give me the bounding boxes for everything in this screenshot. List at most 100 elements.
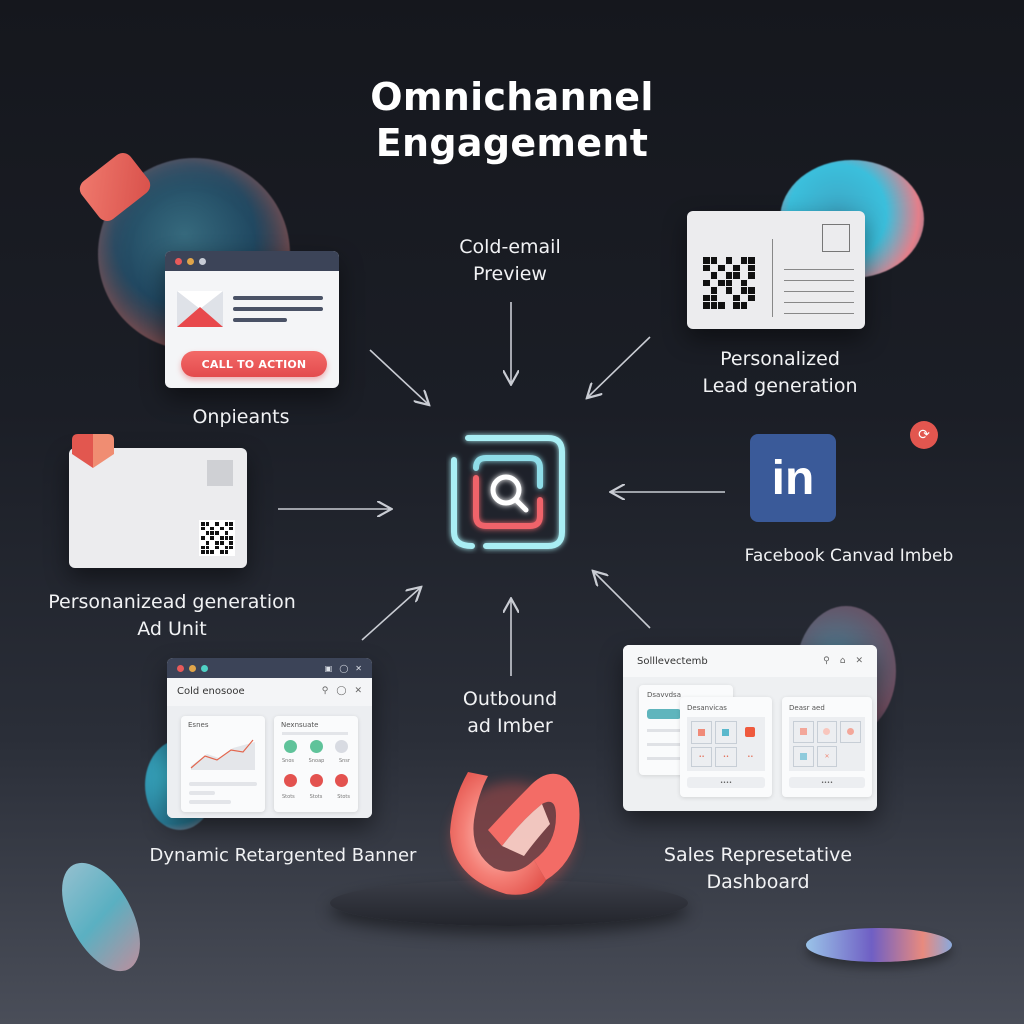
ad-unit-card[interactable] — [69, 448, 247, 568]
search-icon[interactable]: ⚲ — [823, 656, 830, 666]
grid-tile[interactable] — [816, 721, 838, 743]
placeholder-bar — [189, 782, 257, 786]
close-icon[interactable]: ✕ — [355, 663, 362, 673]
grid-tile[interactable] — [691, 721, 713, 744]
share-icon[interactable]: ⟳ — [910, 421, 938, 449]
active-tab-button[interactable] — [647, 709, 681, 719]
stat-dot-red — [309, 774, 323, 787]
placeholder-bar — [647, 757, 681, 760]
stamp-placeholder — [207, 460, 233, 486]
address-line — [784, 313, 854, 314]
email-preview-window[interactable]: CALL TO ACTION — [165, 251, 339, 388]
stat-labels-top: Snos Snoap Snsr — [282, 758, 350, 764]
stat-dot-green — [309, 740, 323, 753]
sales-dashboard-label-line-2: Dashboard — [706, 871, 810, 893]
tile-grid: ✕ — [789, 717, 865, 771]
search-icon[interactable]: ⚲ — [321, 686, 329, 696]
address-line — [784, 269, 854, 270]
retargeted-banner-window[interactable]: ▣ ◯ ✕ Cold enosooe ⚲ ◯ ✕ Esnes Nexnsuate — [167, 658, 372, 818]
qr-code-icon — [199, 520, 235, 556]
postcard-divider — [772, 239, 773, 317]
postcard[interactable] — [687, 211, 865, 329]
grid-tile[interactable]: ✕ — [816, 745, 838, 767]
retargeted-banner-label: Dynamic Retargented Banner — [149, 845, 417, 866]
window-header: Cold enosooe ⚲ ◯ ✕ — [177, 682, 362, 700]
address-line — [784, 302, 854, 303]
window-dot-gray — [199, 257, 206, 265]
stat-label: Stots — [309, 794, 323, 800]
placeholder-bar — [647, 729, 681, 732]
linkedin-logo-icon[interactable]: in — [750, 434, 836, 522]
text-placeholder-line — [233, 318, 287, 322]
grid-tile[interactable] — [740, 721, 761, 744]
bell-icon[interactable]: ◯ — [336, 686, 347, 696]
window-titlebar — [165, 251, 339, 271]
window-titlebar: ▣ ◯ ✕ — [167, 658, 372, 678]
postcard-label-line-2: Lead generation — [702, 375, 858, 397]
cold-email-label-line-2: Preview — [473, 263, 547, 285]
stat-labels-bottom: Stots Stots Stots — [282, 794, 350, 800]
grid-tile[interactable] — [793, 721, 814, 743]
sales-dashboard-label-line-1: Sales Represetative — [663, 844, 853, 866]
window-dot-red — [177, 664, 184, 672]
outbound-label: Outbound ad Imber — [430, 686, 590, 740]
panel-title: Esnes — [188, 721, 209, 729]
address-line — [784, 280, 854, 281]
panel-footer-button[interactable]: •••• — [687, 777, 765, 788]
cold-email-label: Cold-email Preview — [430, 234, 590, 288]
postcard-label-line-1: Personalized — [720, 348, 840, 370]
ad-unit-label-line-2: Ad Unit — [137, 618, 207, 640]
middle-panel: Desanvicas •• •• •• •••• — [680, 697, 772, 797]
stat-label: Snoap — [308, 758, 325, 764]
placeholder-bar — [647, 743, 681, 746]
heart-icon — [72, 434, 114, 468]
ad-unit-label-line-1: Personanizead generation — [48, 591, 296, 613]
grid-tile[interactable]: •• — [715, 746, 737, 767]
panel-title: Desanvicas — [687, 704, 727, 712]
close-icon[interactable]: ✕ — [855, 656, 863, 666]
stat-label: Stots — [282, 794, 295, 800]
close-icon[interactable]: ✕ — [354, 686, 362, 696]
panel-title: Deasr aed — [789, 704, 825, 712]
call-to-action-button[interactable]: CALL TO ACTION — [181, 351, 327, 377]
title-line-2: Engagement — [375, 121, 649, 165]
window-title: Solllevectemb — [637, 655, 708, 667]
stat-dot-green — [284, 740, 297, 753]
save-icon[interactable]: ▣ — [324, 663, 333, 673]
stat-dot-gray — [335, 740, 348, 753]
envelope-icon — [177, 291, 223, 327]
grid-tile[interactable] — [793, 745, 814, 767]
panel-footer-button[interactable]: •••• — [789, 777, 865, 788]
stat-dot-red — [284, 774, 297, 787]
home-icon[interactable]: ⌂ — [839, 656, 846, 666]
grid-tile[interactable]: •• — [747, 753, 754, 760]
placeholder-bar — [189, 791, 215, 795]
postcard-label: Personalized Lead generation — [690, 346, 870, 400]
grid-tile-empty — [840, 746, 861, 768]
placeholder-bar — [189, 800, 231, 804]
linkedin-label: Facebook Canvad Imbeb — [744, 546, 954, 566]
window-header: Solllevectemb ⚲ ⌂ ✕ — [623, 645, 877, 677]
outbound-label-line-2: ad Imber — [467, 715, 553, 737]
grid-tile[interactable]: •• — [691, 746, 713, 767]
sales-dashboard-label: Sales Represetative Dashboard — [640, 842, 876, 896]
stats-panel: Nexnsuate Snos Snoap Snsr Stots Stots St… — [274, 716, 358, 812]
stat-label: Stots — [337, 794, 350, 800]
address-line — [784, 291, 854, 292]
grid-tile[interactable] — [715, 721, 737, 744]
page-title: Omnichannel Engagement — [0, 74, 1024, 166]
sales-dashboard-window[interactable]: Solllevectemb ⚲ ⌂ ✕ Dsavvdsa Desanvicas … — [623, 645, 877, 811]
glass-puck-decoration — [806, 928, 952, 962]
grid-tile[interactable] — [840, 721, 861, 743]
search-hub-icon — [451, 435, 565, 549]
title-line-1: Omnichannel — [370, 75, 654, 119]
window-dot-teal — [201, 664, 208, 672]
email-card-label: Onpieants — [192, 406, 290, 428]
cold-email-label-line-1: Cold-email — [459, 236, 561, 258]
window-body: Esnes Nexnsuate Snos Snoap Snsr — [167, 706, 372, 818]
stat-dot-red — [335, 774, 348, 787]
stat-label: Snos — [282, 758, 295, 764]
line-chart — [190, 739, 255, 770]
bell-icon[interactable]: ◯ — [339, 663, 349, 673]
stamp-box — [822, 224, 850, 252]
